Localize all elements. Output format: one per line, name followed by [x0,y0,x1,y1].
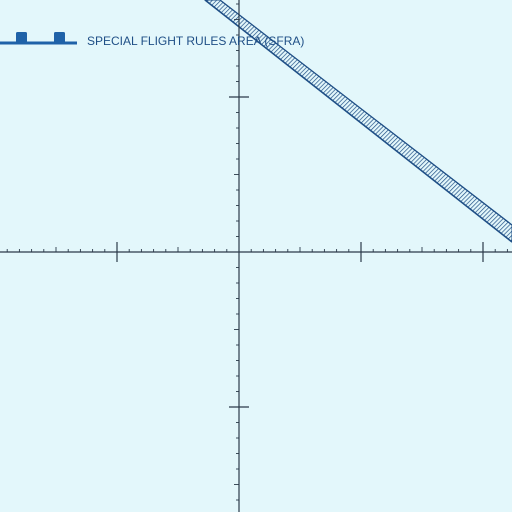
sfra-legend-symbol-icon [0,32,77,45]
sfra-legend-label: SPECIAL FLIGHT RULES AREA (SFRA) [87,34,305,48]
sfra-boundary [204,0,512,243]
